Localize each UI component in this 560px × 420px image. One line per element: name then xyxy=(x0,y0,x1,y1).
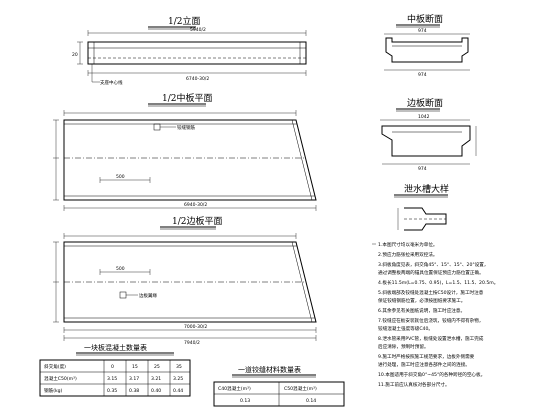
t1-r2-c3: 0.40 xyxy=(151,388,161,394)
mid-plan-title: 1/2中板平面 xyxy=(162,92,213,104)
mid-section-view: 中板断面 974 974 xyxy=(384,13,470,78)
t1-r0-c4: 35 xyxy=(176,364,182,370)
elevation-dim-top: 5940/2 xyxy=(190,27,206,33)
note-12: 后应清除，预制时预留。 xyxy=(378,343,429,350)
note-14: 进行处理，施工时应注意各部件之间的连接。 xyxy=(378,361,470,368)
edge-plan-callout: 边板翼缘 xyxy=(139,292,157,299)
mid-section-dim-top: 974 xyxy=(418,28,427,34)
note-10: 铰缝混凝土强度等级C40。 xyxy=(378,325,433,332)
note-15: 10.本图适用于斜交角0°~45°的各种跨径的空心板。 xyxy=(378,371,485,378)
elevation-view: 1/2立面 5940/2 20 支座中心线 6740-30/2 xyxy=(72,15,307,86)
t1-r2-c0: 钢筋(kg) xyxy=(44,387,63,394)
t1-r0-c0: 斜交角(度) xyxy=(44,363,66,370)
elevation-title: 1/2立面 xyxy=(168,15,201,27)
note-11: 8.泄水管采用PVC管，板缝处设置泄水槽，施工完成 xyxy=(378,335,484,342)
note-8: 6.其余参见有关图纸说明，施工时应注意。 xyxy=(378,307,465,314)
t1-r1-c1: 3.15 xyxy=(107,376,117,382)
t1-r1-c0: 混凝土C50(m³) xyxy=(44,375,77,382)
note-13: 9.施工时严格按照施工规范要求，边板外侧需要 xyxy=(378,353,475,360)
note-16: 11.施工前应认真核对各部分尺寸。 xyxy=(378,381,450,388)
t1-r0-c3: 25 xyxy=(154,364,160,370)
note-9: 7.铰缝应在板安装就位后浇筑，铰缝内不得有杂物， xyxy=(378,317,483,324)
edge-section-title: 边板断面 xyxy=(407,97,443,109)
joint-material-table: 一道铰缝材料数量表 C40混凝土(m³) C50混凝土(m³) 0.13 0.1… xyxy=(213,365,345,407)
note-4: 通过调整板两端的锚具位置保证预应力筋位置正确。 xyxy=(378,269,484,276)
t1-r0-c2: 15 xyxy=(132,364,138,370)
t1-r1-c4: 3.25 xyxy=(173,376,183,382)
note-5: 4.板长11.5m(L=0.75、0.95)，L=1.5、11.5、20.5m。 xyxy=(378,279,498,286)
notes-block: 1.本图尺寸均以毫米为单位。 2.预应力筋张拉采用双控法。 3.斜板角度见表，斜… xyxy=(372,241,498,388)
t1-r2-c1: 0.35 xyxy=(107,388,117,394)
edge-section-shape xyxy=(381,125,471,157)
table2-title: 一道铰缝材料数量表 xyxy=(238,365,301,374)
concrete-quantity-table: 一块板混凝土数量表 斜交角(度) 0 15 25 35 混凝土C50(m³) 3… xyxy=(39,343,191,397)
elevation-callout: 支座中心线 xyxy=(100,79,123,86)
mid-plan-callout: 铰缝钢筋 xyxy=(177,124,195,131)
edge-section-dim-bottom: 974 xyxy=(418,166,427,172)
note-2: 2.预应力筋张拉采用双控法。 xyxy=(378,251,438,258)
elevation-dim-bottom: 6740-30/2 xyxy=(186,76,209,82)
note-1: 1.本图尺寸均以毫米为单位。 xyxy=(378,241,438,248)
t1-r1-c2: 3.17 xyxy=(129,376,139,382)
mid-plan-dim-bottom: 6940-30/2 xyxy=(184,202,207,208)
mid-plan-outline xyxy=(63,119,317,201)
t1-r1-c3: 3.21 xyxy=(151,376,161,382)
drain-title: 泄水槽大样 xyxy=(404,183,449,195)
edge-section-dim-top: 1042 xyxy=(418,114,430,120)
mid-section-shape xyxy=(385,37,469,63)
mid-plan-dim-mid: 500 xyxy=(116,174,125,180)
t2-r0-c1: 0.14 xyxy=(306,398,316,404)
t2-h0: C40混凝土(m³) xyxy=(218,385,251,392)
edge-section-view: 边板断面 1042 974 xyxy=(380,97,477,172)
edge-plan-dim-bottom: 7000-30/2 xyxy=(184,324,207,330)
elevation-slab xyxy=(87,41,307,65)
note-7: 保证铰缝钢筋位置，必须按图纸要求施工。 xyxy=(378,297,465,304)
t1-r2-c4: 0.44 xyxy=(173,388,183,394)
edge-plan-dim-mid: 500 xyxy=(116,266,125,272)
t1-r0-c1: 0 xyxy=(111,364,114,370)
mid-section-title: 中板断面 xyxy=(407,13,443,25)
mid-section-dim-bottom: 974 xyxy=(418,72,427,78)
note-6: 5.斜板端部及铰缝处混凝土按C50设计，施工时注意 xyxy=(378,289,484,296)
note-3: 3.斜板角度见表，斜交角45°、15°、15°、20°设置， xyxy=(378,261,488,268)
table1-title: 一块板混凝土数量表 xyxy=(84,343,147,352)
t2-r0-c0: 0.13 xyxy=(240,398,250,404)
mid-plan-view: 1/2中板平面 铰缝钢筋 500 6940-30/2 xyxy=(53,92,317,211)
t2-h1: C50混凝土(m³) xyxy=(284,385,317,392)
edge-plan-outline xyxy=(63,241,317,323)
edge-plan-view: 1/2边板平面 边板翼缘 500 7000-30/2 79 xyxy=(53,215,317,346)
drain-detail-view: 泄水槽大样 xyxy=(394,183,449,231)
edge-plan-title: 1/2边板平面 xyxy=(172,215,223,227)
edge-plan-dim-bottom2: 7940/2 xyxy=(184,340,200,346)
elevation-dim-left: 20 xyxy=(72,52,78,58)
t1-r2-c2: 0.38 xyxy=(129,388,139,394)
